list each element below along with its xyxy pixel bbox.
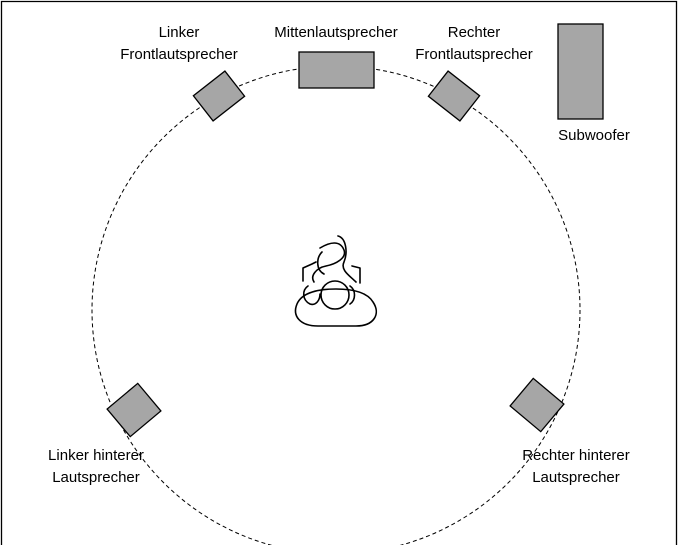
- rear-right-label-line2: Lautsprecher: [532, 469, 620, 486]
- center-speaker-icon: [298, 51, 375, 89]
- front-right-label-line1: Rechter: [448, 24, 501, 41]
- rear-left-label-line2: Lautsprecher: [52, 469, 140, 486]
- subwoofer-label: Subwoofer: [558, 127, 630, 144]
- front-left-label-line2: Frontlautsprecher: [120, 46, 238, 63]
- front-right-speaker-icon: [427, 70, 481, 122]
- subwoofer-icon: [557, 23, 604, 120]
- listening-circle: [91, 65, 581, 545]
- rear-right-label-line1: Rechter hinterer: [522, 447, 630, 464]
- rear-left-label-line1: Linker hinterer: [48, 447, 144, 464]
- listener-icon: [294, 235, 378, 327]
- rear-right-speaker-icon: [509, 377, 565, 433]
- front-left-label-line1: Linker: [159, 24, 200, 41]
- front-right-label-line2: Frontlautsprecher: [415, 46, 533, 63]
- front-left-speaker-icon: [192, 70, 246, 122]
- center-label: Mittenlautsprecher: [274, 24, 397, 41]
- rear-left-speaker-icon: [106, 382, 162, 438]
